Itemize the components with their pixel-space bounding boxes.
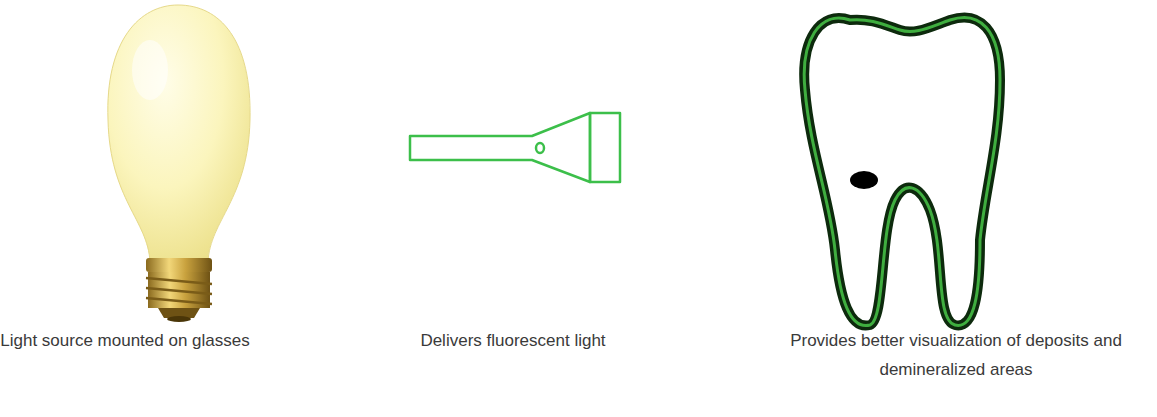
flashlight-button: [536, 143, 544, 153]
caption-text: Provides better visualization of deposit…: [754, 326, 1157, 384]
demineralized-spot: [850, 171, 878, 189]
bulb-highlight: [132, 40, 168, 100]
caption-text: Delivers fluorescent light: [383, 326, 643, 355]
flashlight: [410, 113, 620, 182]
bulb-glass: [108, 5, 250, 262]
light-bulb: [108, 5, 250, 322]
bulb-collar: [146, 258, 212, 272]
tooth: [804, 18, 1000, 326]
tooth-outline: [804, 18, 1000, 326]
flashlight-body: [410, 113, 590, 182]
bulb-tip: [167, 316, 191, 322]
flashlight-head: [590, 113, 620, 182]
caption-text: Light source mounted on glasses: [0, 326, 275, 355]
tooth-fluorescence: [804, 18, 1000, 326]
bulb-threads: [146, 278, 212, 304]
